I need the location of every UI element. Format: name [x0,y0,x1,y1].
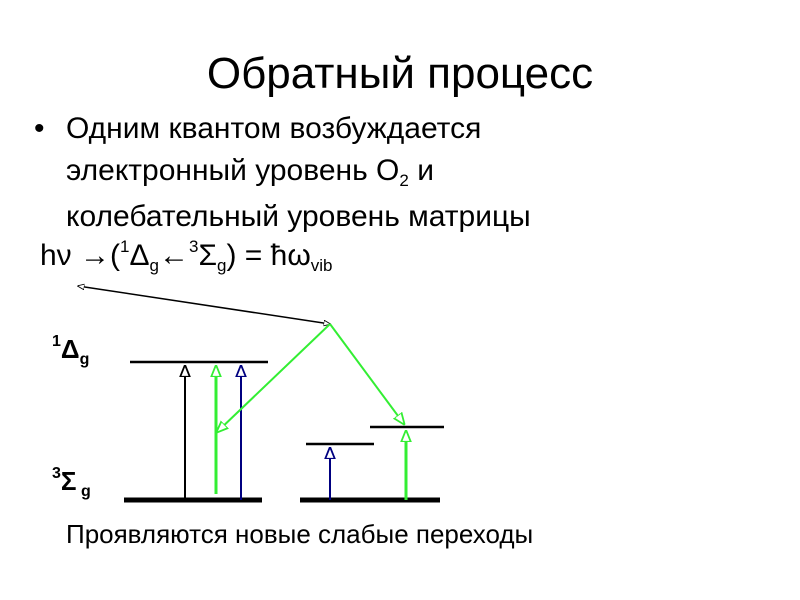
lower-level-sub: g [76,483,91,500]
formula-hv: hν →( [40,239,121,272]
bullet-line-2-pre: электронный уровень O [66,154,400,187]
lower-level-sup: 3 [52,465,61,482]
formula-sigma: Σ [198,239,218,272]
energy-split-left-arrow [217,323,331,432]
bullet-line-3: колебательный уровень матрицы [66,200,531,233]
bullet-marker: • [34,112,45,145]
lower-level-symbol: Σ [60,466,77,496]
formula-arrow: ← [159,239,189,272]
oxygen-subscript: 2 [399,171,409,190]
upper-level-label: 1Δg [52,333,90,369]
upper-level-sup: 1 [52,333,61,350]
formula-delta: Δ [129,239,150,272]
formula-sub-g1: g [149,256,159,275]
formula-sup-3: 3 [189,237,199,256]
formula-sub-vib: vib [310,256,333,275]
formula-eq: ) = ħω [226,239,311,272]
resonance-formula: hν →(1Δg←3Σg) = ħωvib [40,236,333,280]
bullet-line-2-post: и [408,154,434,187]
bullet-line-2: электронный уровень O2 и [66,150,766,196]
formula-sup-1: 1 [120,237,130,256]
energy-split-right-arrow [329,323,404,424]
bullet-text: Одним квантом возбуждается электронный у… [66,108,766,238]
photon-arrow [78,286,330,324]
formula-sub-g2: g [217,256,227,275]
lower-level-label: 3Σ g [52,465,91,501]
footer-caption: Проявляются новые слабые переходы [66,519,534,549]
upper-level-sub: g [79,351,90,368]
bullet-line-1: Одним квантом возбуждается [66,112,482,145]
slide-title: Обратный процесс [206,49,594,98]
upper-level-symbol: Δ [60,334,80,364]
